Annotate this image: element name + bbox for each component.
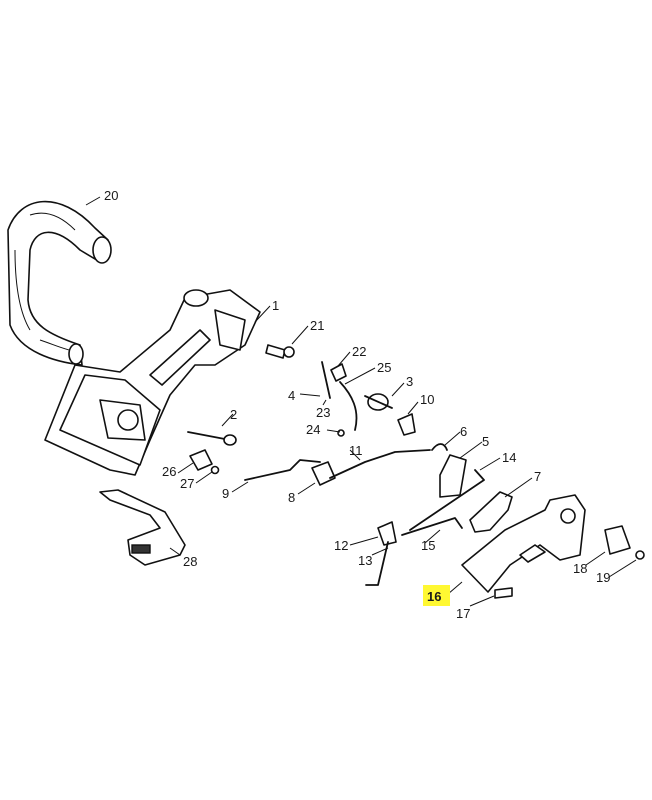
throttle-rod-9[interactable] — [244, 459, 321, 481]
part-18[interactable] — [604, 525, 631, 555]
label-19[interactable]: 19 — [596, 570, 610, 585]
label-23[interactable]: 23 — [316, 405, 330, 420]
handle-cover-16[interactable] — [461, 494, 586, 593]
label-11[interactable]: 11 — [349, 443, 363, 458]
screw-21[interactable] — [265, 344, 295, 359]
rod-11[interactable] — [329, 449, 431, 479]
label-4[interactable]: 4 — [288, 388, 295, 403]
part-22[interactable] — [330, 363, 347, 382]
label-1[interactable]: 1 — [272, 298, 279, 313]
label-24[interactable]: 24 — [306, 422, 320, 437]
bracket-10[interactable] — [397, 413, 416, 436]
label-2[interactable]: 2 — [230, 407, 237, 422]
label-16[interactable]: 16 — [427, 589, 441, 604]
label-26[interactable]: 26 — [162, 464, 176, 479]
bolt-2[interactable] — [187, 431, 237, 446]
label-20[interactable]: 20 — [104, 188, 118, 203]
rod-13[interactable] — [365, 541, 389, 586]
label-5[interactable]: 5 — [482, 434, 489, 449]
label-6[interactable]: 6 — [460, 424, 467, 439]
label-3[interactable]: 3 — [406, 374, 413, 389]
cable-25[interactable] — [321, 361, 358, 437]
part-labels: 20 1 21 22 25 3 4 23 10 24 2 6 11 5 14 2… — [104, 188, 610, 621]
label-7[interactable]: 7 — [534, 469, 541, 484]
leader-lines — [85, 196, 637, 607]
label-22[interactable]: 22 — [352, 344, 366, 359]
lever-5[interactable] — [439, 454, 467, 498]
label-14[interactable]: 14 — [502, 450, 516, 465]
label-28[interactable]: 28 — [183, 554, 197, 569]
label-21[interactable]: 21 — [310, 318, 324, 333]
spring-6[interactable] — [431, 443, 448, 451]
label-15[interactable]: 15 — [421, 538, 435, 553]
label-10[interactable]: 10 — [420, 392, 434, 407]
screw-27[interactable] — [210, 465, 220, 475]
screw-17[interactable] — [494, 587, 513, 599]
screw-19[interactable] — [635, 550, 645, 560]
label-17[interactable]: 17 — [456, 606, 470, 621]
cover-plate[interactable] — [99, 489, 186, 566]
clip-26[interactable] — [189, 449, 213, 471]
trigger-7[interactable] — [469, 491, 513, 533]
connector-3[interactable] — [364, 393, 393, 411]
label-9[interactable]: 9 — [222, 486, 229, 501]
label-8[interactable]: 8 — [288, 490, 295, 505]
rod-15[interactable] — [401, 517, 463, 536]
part-12[interactable] — [377, 521, 397, 546]
label-13[interactable]: 13 — [358, 553, 372, 568]
label-27[interactable]: 27 — [180, 476, 194, 491]
front-handle-bar[interactable] — [7, 200, 112, 366]
rear-handle-housing[interactable] — [44, 289, 261, 476]
highlight-box — [423, 585, 450, 606]
label-25[interactable]: 25 — [377, 360, 391, 375]
lever-8[interactable] — [311, 461, 336, 486]
label-12[interactable]: 12 — [334, 538, 348, 553]
label-18[interactable]: 18 — [573, 561, 587, 576]
rod-14[interactable] — [409, 469, 485, 531]
